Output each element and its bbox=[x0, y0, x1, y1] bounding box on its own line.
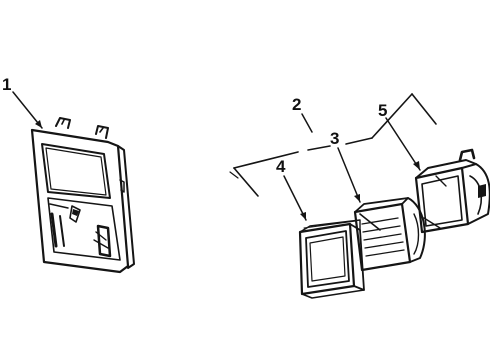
sealed-beam-lamp-part bbox=[353, 197, 426, 272]
bezel-part bbox=[30, 117, 135, 274]
callout-4: 4 bbox=[276, 157, 286, 176]
callout-3: 3 bbox=[330, 129, 339, 148]
callout-5: 5 bbox=[378, 101, 387, 120]
callout-2: 2 bbox=[292, 95, 301, 114]
callout-1: 1 bbox=[2, 75, 11, 94]
lamp-housing-part bbox=[414, 148, 490, 234]
assembly-bracket bbox=[229, 93, 437, 197]
retaining-ring-part bbox=[298, 219, 365, 299]
leader-lines bbox=[12, 91, 421, 221]
